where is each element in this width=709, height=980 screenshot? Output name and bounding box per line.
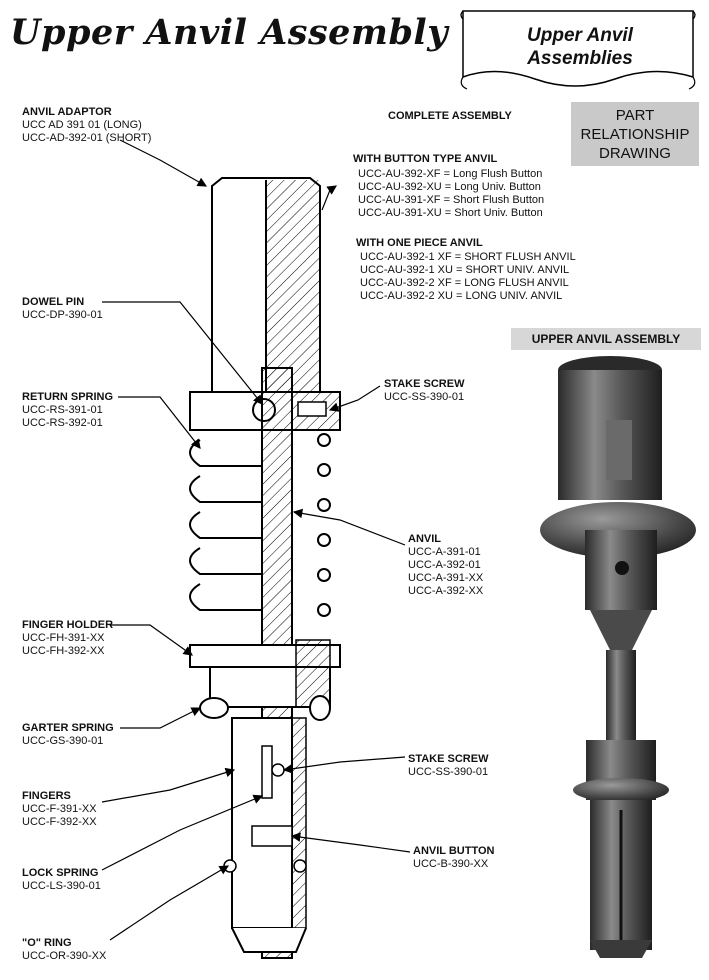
- part-relationship-box: PART RELATIONSHIP DRAWING: [571, 102, 699, 166]
- photo-header: UPPER ANVIL ASSEMBLY: [511, 328, 701, 350]
- part-code: UCC-A-391-01: [408, 546, 481, 558]
- complete-assembly-heading: COMPLETE ASSEMBLY: [388, 110, 512, 122]
- assembly-photo: [540, 356, 696, 958]
- part-code: UCC-F-391-XX: [22, 803, 97, 815]
- return-spring-coils: [189, 433, 331, 617]
- prd-line1: PART: [615, 107, 655, 124]
- page-title: Upper Anvil Assembly: [10, 12, 449, 53]
- part-code: UCC-GS-390-01: [22, 735, 104, 747]
- prd-line2: RELATIONSHIP: [580, 126, 690, 143]
- part-name: GARTER SPRING: [22, 722, 114, 734]
- part-code: UCC-AD-392-01 (SHORT): [22, 132, 152, 144]
- part-code: UCC-A-392-XX: [408, 585, 484, 597]
- label-anvil: ANVIL UCC-A-391-01 UCC-A-392-01 UCC-A-39…: [408, 533, 483, 598]
- label-o-ring: "O" RING UCC-OR-390-XX: [22, 937, 106, 963]
- part-code: UCC-DP-390-01: [22, 309, 103, 321]
- part-code: UCC-OR-390-XX: [22, 950, 107, 962]
- button-type-heading: WITH BUTTON TYPE ANVIL: [353, 153, 498, 165]
- anvil-button-shape: [251, 825, 293, 847]
- list-item: UCC-AU-391-XU = Short Univ. Button: [358, 207, 543, 219]
- part-code: UCC-LS-390-01: [22, 880, 101, 892]
- label-stake-screw-1: STAKE SCREW UCC-SS-390-01: [384, 378, 464, 404]
- part-name: FINGERS: [22, 790, 71, 802]
- label-anvil-adaptor: ANVIL ADAPTOR UCC AD 391 01 (LONG) UCC-A…: [22, 106, 151, 145]
- stake-screw-shape: [297, 401, 327, 417]
- label-garter-spring: GARTER SPRING UCC-GS-390-01: [22, 722, 114, 748]
- part-code: UCC-RS-391-01: [22, 404, 103, 416]
- banner-scroll-shape: [460, 10, 696, 90]
- list-item: UCC-AU-392-2 XF = LONG FLUSH ANVIL: [360, 277, 569, 289]
- banner-title: Upper Anvil Assemblies: [470, 24, 690, 70]
- list-item: UCC-AU-392-2 XU = LONG UNIV. ANVIL: [360, 290, 563, 302]
- label-lock-spring: LOCK SPRING UCC-LS-390-01: [22, 867, 101, 893]
- part-name: "O" RING: [22, 937, 72, 949]
- list-item: UCC-AU-392-XF = Long Flush Button: [358, 168, 543, 180]
- list-item: UCC-AU-392-1 XU = SHORT UNIV. ANVIL: [360, 264, 570, 276]
- garter-spring-shape: [199, 697, 229, 719]
- part-name: ANVIL ADAPTOR: [22, 106, 112, 118]
- anvil-adaptor: [211, 177, 321, 393]
- one-piece-list: UCC-AU-392-1 XF = SHORT FLUSH ANVIL UCC-…: [360, 251, 576, 303]
- part-code: UCC-F-392-XX: [22, 816, 97, 828]
- part-name: DOWEL PIN: [22, 296, 85, 308]
- part-code: UCC-A-391-XX: [408, 572, 484, 584]
- part-name: FINGER HOLDER: [22, 619, 114, 631]
- part-code: UCC-SS-390-01: [384, 391, 465, 403]
- o-ring-shape: [223, 859, 237, 873]
- label-finger-holder: FINGER HOLDER UCC-FH-391-XX UCC-FH-392-X…: [22, 619, 113, 658]
- label-fingers: FINGERS UCC-F-391-XX UCC-F-392-XX: [22, 790, 97, 829]
- part-code: UCC-FH-391-XX: [22, 632, 105, 644]
- part-name: ANVIL BUTTON: [413, 845, 495, 857]
- button-type-list: UCC-AU-392-XF = Long Flush Button UCC-AU…: [358, 168, 544, 220]
- part-name: STAKE SCREW: [384, 378, 465, 390]
- part-code: UCC-FH-392-XX: [22, 645, 105, 657]
- part-code: UCC-RS-392-01: [22, 417, 103, 429]
- part-code: UCC-SS-390-01: [408, 766, 489, 778]
- part-name: RETURN SPRING: [22, 391, 114, 403]
- part-name: ANVIL: [408, 533, 441, 545]
- banner-line1: Upper Anvil: [527, 25, 633, 46]
- list-item: UCC-AU-392-XU = Long Univ. Button: [358, 181, 541, 193]
- leader-lines: [101, 139, 411, 941]
- part-code: UCC AD 391 01 (LONG): [22, 119, 142, 131]
- part-name: LOCK SPRING: [22, 867, 99, 879]
- banner-line2: Assemblies: [527, 48, 633, 69]
- list-item: UCC-AU-391-XF = Short Flush Button: [358, 194, 545, 206]
- label-anvil-button: ANVIL BUTTON UCC-B-390-XX: [413, 845, 495, 871]
- part-code: UCC-B-390-XX: [413, 858, 489, 870]
- label-return-spring: RETURN SPRING UCC-RS-391-01 UCC-RS-392-0…: [22, 391, 113, 430]
- fingers: [223, 717, 307, 953]
- prd-line3: DRAWING: [599, 145, 671, 162]
- part-code: UCC-A-392-01: [408, 559, 481, 571]
- one-piece-heading: WITH ONE PIECE ANVIL: [356, 237, 483, 249]
- part-name: STAKE SCREW: [408, 753, 489, 765]
- label-stake-screw-2: STAKE SCREW UCC-SS-390-01: [408, 753, 488, 779]
- finger-holder: [189, 639, 341, 721]
- list-item: UCC-AU-392-1 XF = SHORT FLUSH ANVIL: [360, 251, 576, 263]
- label-dowel-pin: DOWEL PIN UCC-DP-390-01: [22, 296, 103, 322]
